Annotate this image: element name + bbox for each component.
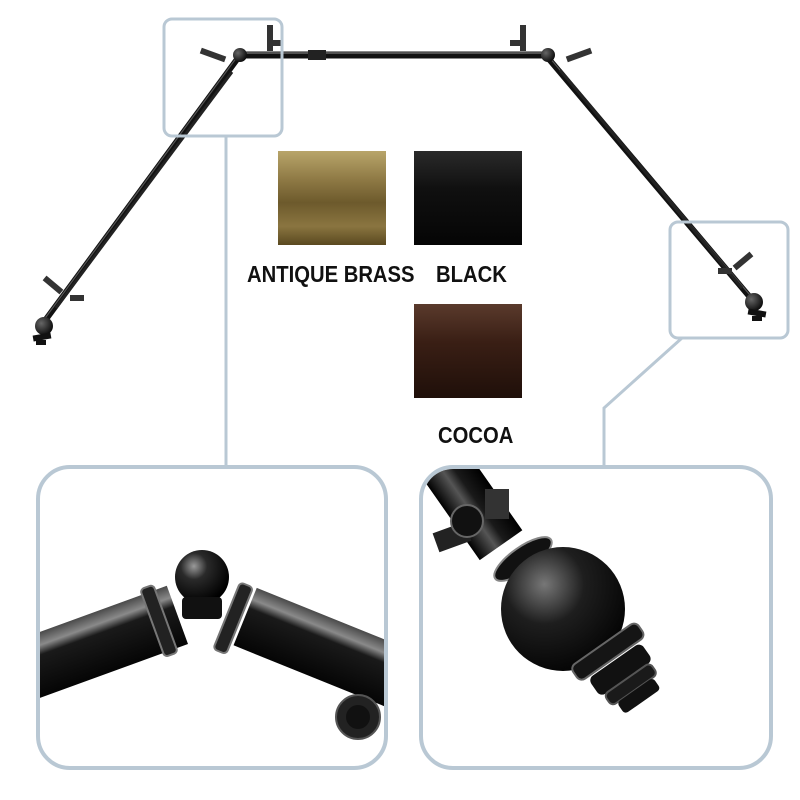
swatch-label-black: BLACK xyxy=(436,261,507,287)
detail-frame-left xyxy=(162,17,284,138)
corner-connector-detail-image xyxy=(40,550,384,740)
rod-center-section xyxy=(236,50,552,60)
swatch-label-antique-brass: ANTIQUE BRASS xyxy=(247,261,415,287)
bracket-left-end xyxy=(42,275,84,301)
corner-knob-right xyxy=(541,48,555,62)
rod-right-section xyxy=(545,55,757,305)
swatch-black xyxy=(414,151,522,245)
bracket-top-left xyxy=(199,25,282,63)
swatch-cocoa xyxy=(414,304,522,398)
callout-finial xyxy=(419,465,773,770)
rod-left-section xyxy=(41,55,241,325)
detail-frame-right xyxy=(668,220,790,340)
bracket-top-right xyxy=(510,25,593,63)
bracket-right-end xyxy=(718,251,754,274)
swatch-antique-brass xyxy=(278,151,386,245)
swatch-label-cocoa: COCOA xyxy=(438,422,514,448)
callout-corner-connector xyxy=(36,465,388,770)
finial-detail-image xyxy=(423,469,660,713)
corner-knob-left xyxy=(233,48,247,62)
finial-right xyxy=(745,293,767,321)
finial-left xyxy=(32,317,53,345)
leader-line-right xyxy=(602,336,684,465)
